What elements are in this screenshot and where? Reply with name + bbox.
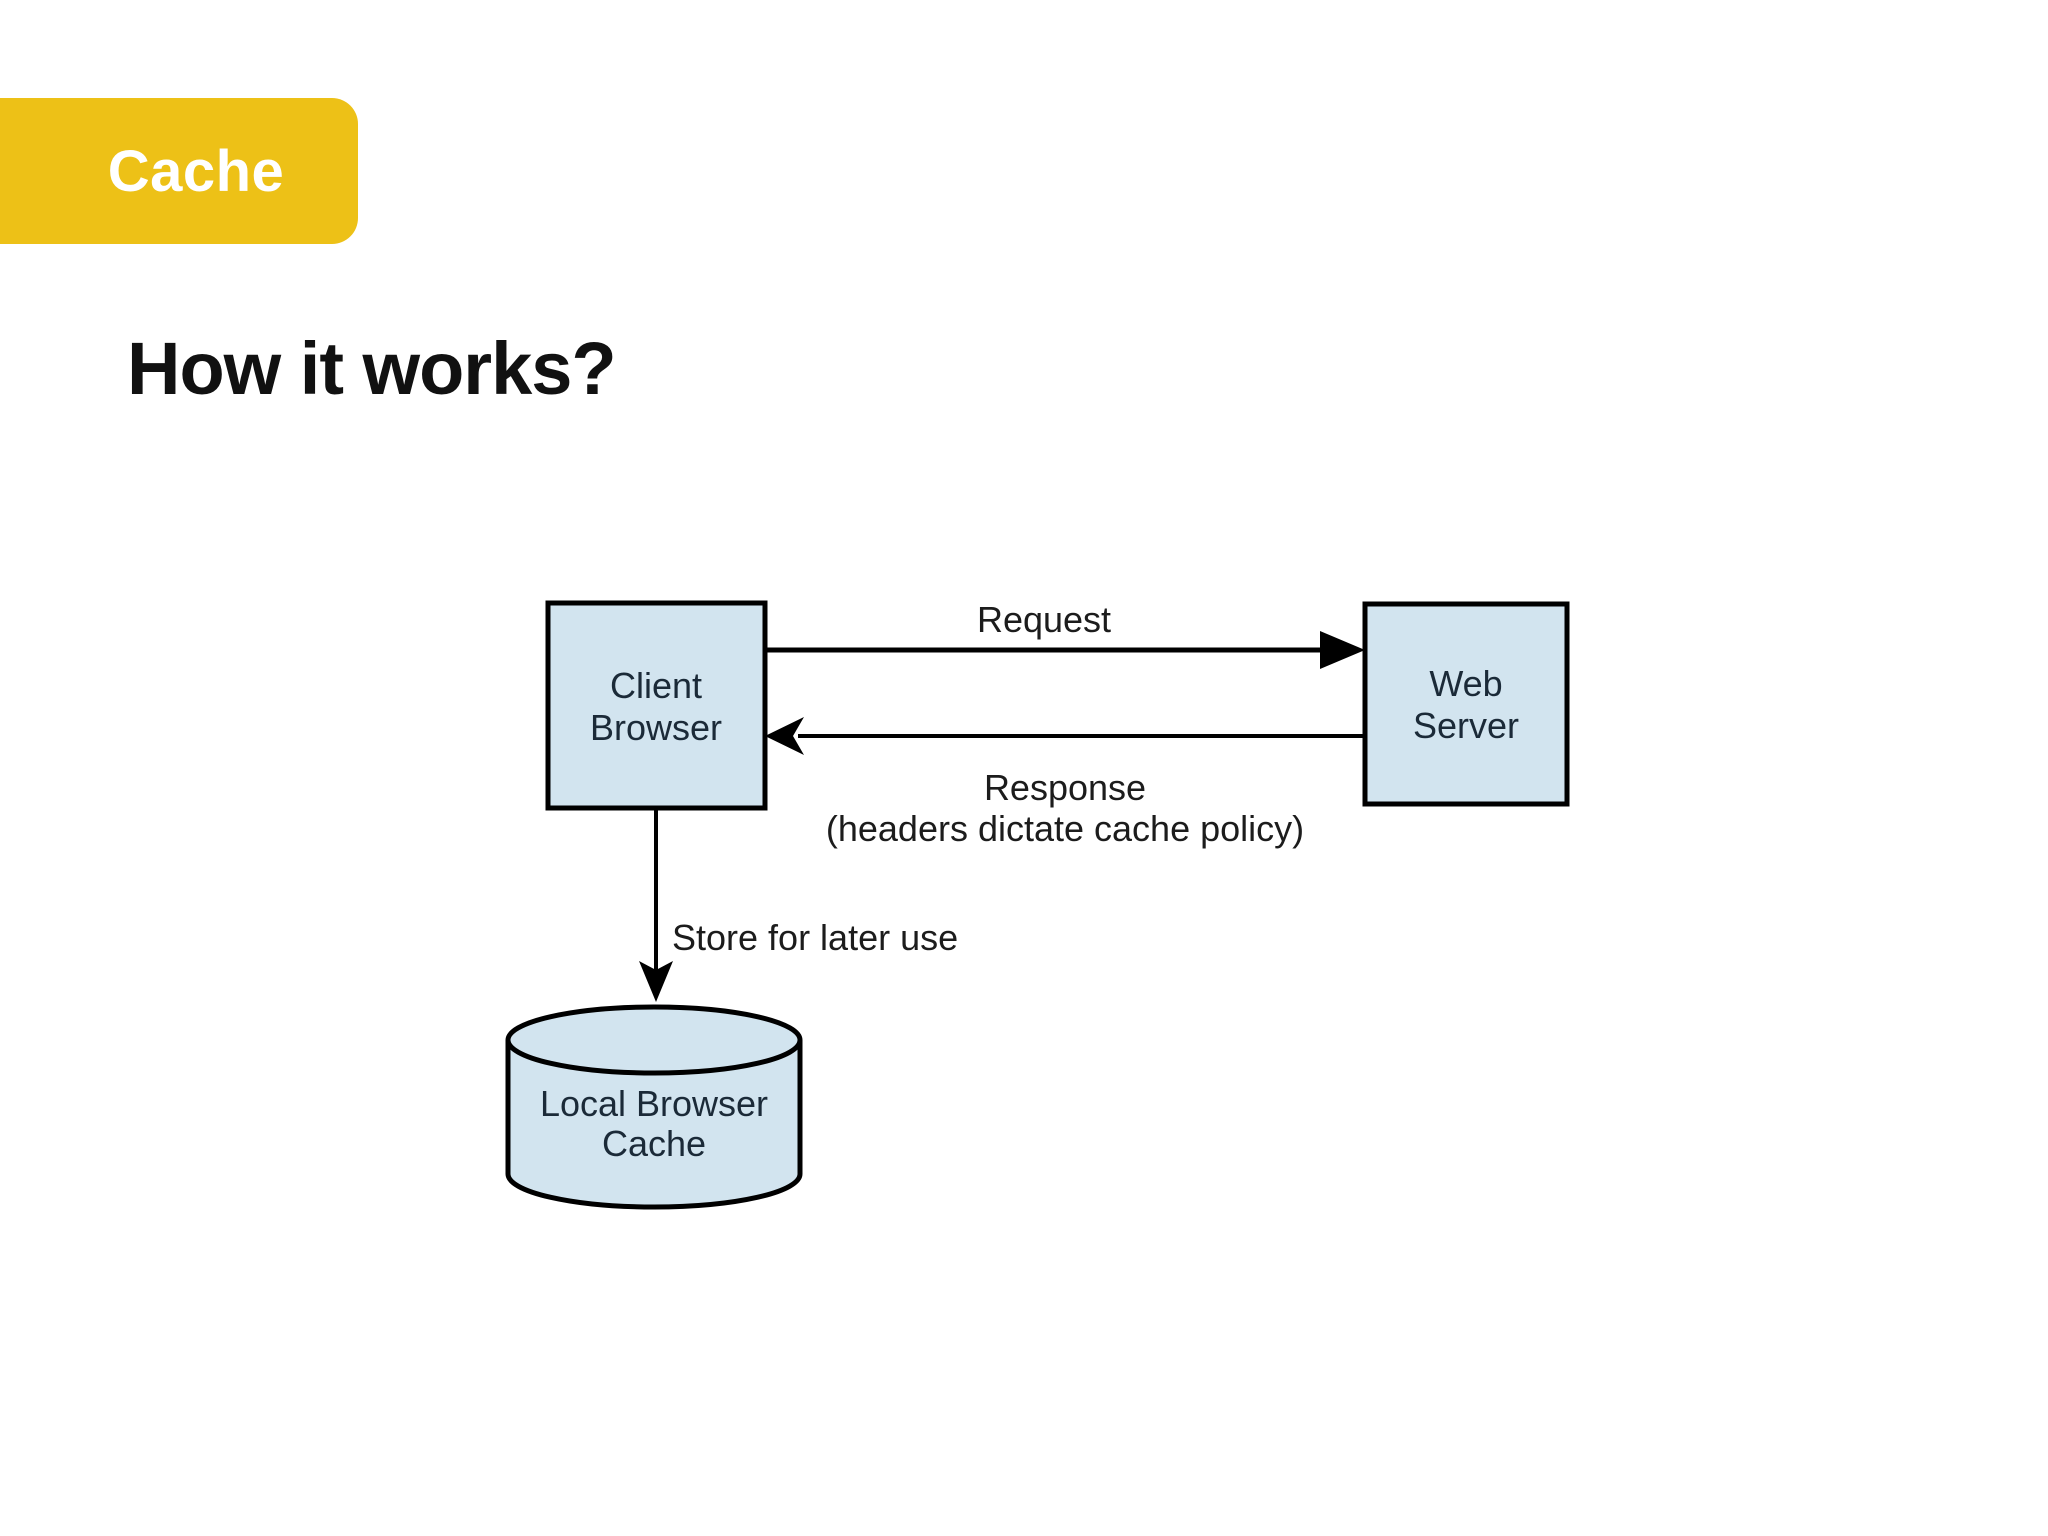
response-arrowhead-icon: [765, 717, 804, 755]
request-label: Request: [977, 599, 1111, 640]
local-cache-label-line2: Cache: [602, 1123, 706, 1164]
local-cache-cylinder-rim: [505, 1039, 803, 1076]
local-cache-node: [505, 1004, 803, 1210]
client-browser-label-line2: Browser: [590, 707, 722, 748]
web-server-node: [1362, 601, 1570, 807]
response-sublabel: (headers dictate cache policy): [826, 808, 1304, 849]
page-title: How it works?: [127, 327, 617, 410]
response-label: Response: [984, 767, 1146, 808]
local-cache-label-line1: Local Browser: [540, 1083, 768, 1124]
store-arrowhead-icon: [639, 961, 673, 1002]
client-browser-label-line1: Client: [610, 665, 702, 706]
store-label: Store for later use: [672, 917, 958, 958]
web-server-label-line1: Web: [1429, 663, 1502, 704]
client-browser-node: [545, 600, 768, 811]
web-server-label-line2: Server: [1413, 705, 1519, 746]
cache-badge: Cache: [0, 98, 358, 244]
cache-badge-label: Cache: [107, 138, 285, 204]
request-arrowhead-icon: [1320, 631, 1365, 669]
